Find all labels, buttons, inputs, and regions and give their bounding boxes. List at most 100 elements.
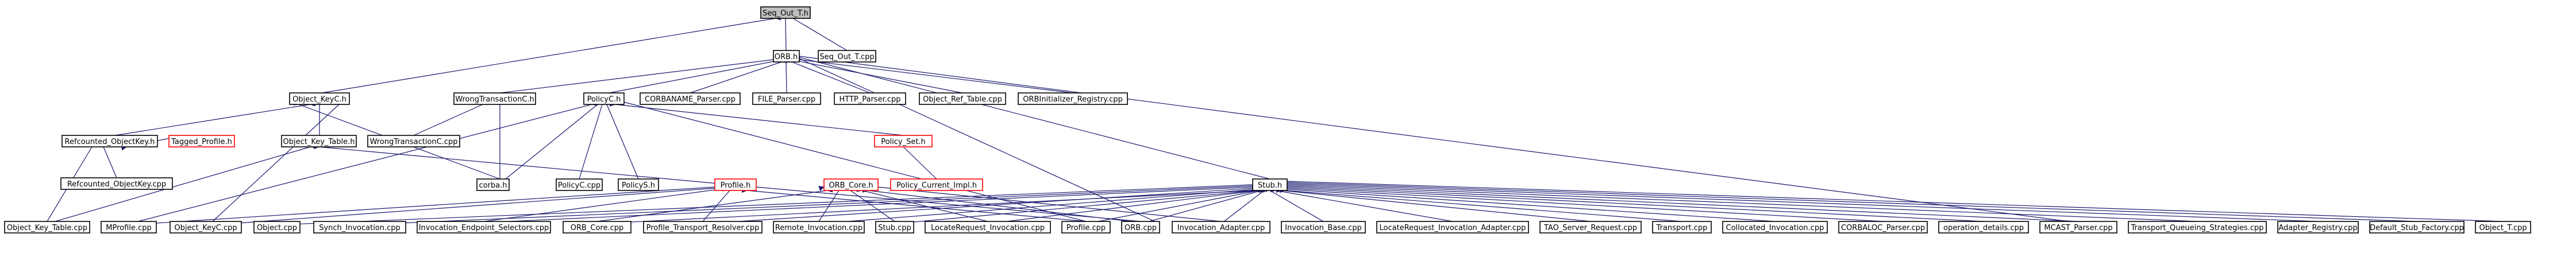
node-stub-cpp[interactable]: Stub.cpp xyxy=(875,221,914,233)
svg-text:LocateRequest_Invocation.cpp: LocateRequest_Invocation.cpp xyxy=(931,224,1045,232)
node-policys-h[interactable]: PolicyS.h xyxy=(618,178,659,191)
node-profile-cpp[interactable]: Profile.cpp xyxy=(1061,221,1111,233)
svg-text:PolicyS.h: PolicyS.h xyxy=(622,181,655,190)
svg-text:Refcounted_ObjectKey.cpp: Refcounted_ObjectKey.cpp xyxy=(67,180,166,189)
node-transport-queueing-strategies-cpp[interactable]: Transport_Queueing_Strategies.cpp xyxy=(2128,221,2267,233)
node-wrongtransactionc-h[interactable]: WrongTransactionC.h xyxy=(453,92,536,105)
node-policyc-cpp[interactable]: PolicyC.cpp xyxy=(556,178,603,191)
dependency-edge xyxy=(894,187,1263,224)
node-orb-h[interactable]: ORB.h xyxy=(773,50,800,63)
node-seq-out-t-cpp[interactable]: Seq_Out_T.cpp xyxy=(818,50,876,63)
node-corba-h[interactable]: corba.h xyxy=(476,178,510,191)
node-object-cpp[interactable]: Object.cpp xyxy=(253,221,301,233)
dependency-edge xyxy=(1264,185,1324,222)
svg-text:Invocation_Adapter.cpp: Invocation_Adapter.cpp xyxy=(1177,224,1265,232)
node-object-ref-table-cpp[interactable]: Object_Ref_Table.cpp xyxy=(919,92,1006,105)
svg-text:Seq_Out_T.cpp: Seq_Out_T.cpp xyxy=(819,53,874,61)
svg-text:HTTP_Parser.cpp: HTTP_Parser.cpp xyxy=(839,95,900,104)
dependency-edge xyxy=(987,187,1264,224)
node-policyc-h[interactable]: PolicyC.h xyxy=(583,92,625,105)
node-object-t-cpp[interactable]: Object_T.cpp xyxy=(2475,221,2531,233)
node-profile-h[interactable]: Profile.h xyxy=(714,178,757,191)
node-refcounted-objectkey-cpp[interactable]: Refcounted_ObjectKey.cpp xyxy=(60,177,173,190)
dependency-edge xyxy=(845,185,895,222)
dependency-edge xyxy=(702,185,736,222)
node-http-parser-cpp[interactable]: HTTP_Parser.cpp xyxy=(834,92,906,105)
node-object-key-table-h[interactable]: Object_Key_Table.h xyxy=(281,135,357,147)
dependency-edge xyxy=(1282,182,2079,222)
dependency-edge xyxy=(499,56,779,94)
node-default-stub-factory-cpp[interactable]: Default_Stub_Factory.cpp xyxy=(2369,221,2465,233)
dependency-edge xyxy=(1282,184,1984,222)
svg-text:Synch_Invocation.cpp: Synch_Invocation.cpp xyxy=(319,224,401,232)
svg-text:Profile.h: Profile.h xyxy=(721,181,751,190)
dependency-edge xyxy=(313,143,719,184)
node-tao-server-request-cpp[interactable]: TAO_Server_Request.cpp xyxy=(1539,221,1642,233)
svg-text:TAO_Server_Request.cpp: TAO_Server_Request.cpp xyxy=(1543,224,1637,232)
node-mcast-parser-cpp[interactable]: MCAST_Parser.cpp xyxy=(2039,221,2117,233)
node-object-keyc-cpp[interactable]: Object_KeyC.cpp xyxy=(170,221,242,233)
node-refcounted-objectkey-h[interactable]: Refcounted_ObjectKey.h xyxy=(61,135,158,147)
dependency-edge xyxy=(818,185,844,222)
svg-text:Object_Ref_Table.cpp: Object_Ref_Table.cpp xyxy=(923,95,1002,104)
dependency-edge xyxy=(818,186,1261,224)
node-remote-invocation-cpp[interactable]: Remote_Invocation.cpp xyxy=(773,221,865,233)
dependency-edge xyxy=(794,56,1073,94)
svg-text:ORBInitializer_Registry.cpp: ORBInitializer_Registry.cpp xyxy=(1023,95,1123,104)
node-file-parser-cpp[interactable]: FILE_Parser.cpp xyxy=(752,92,821,105)
dependency-edge xyxy=(1220,185,1270,224)
node-wrongtransactionc-cpp[interactable]: WrongTransactionC.cpp xyxy=(367,135,460,147)
dependency-edge xyxy=(229,185,720,224)
svg-text:CORBALOC_Parser.cpp: CORBALOC_Parser.cpp xyxy=(1841,224,1925,232)
node-collocated-invocation-cpp[interactable]: Collocated_Invocation.cpp xyxy=(1722,221,1828,233)
svg-text:Remote_Invocation.cpp: Remote_Invocation.cpp xyxy=(775,224,862,232)
node-mprofile-cpp[interactable]: MProfile.cpp xyxy=(101,221,157,233)
node-object-keyc-h[interactable]: Object_KeyC.h xyxy=(289,92,350,105)
node-profile-transport-resolver-cpp[interactable]: Profile_Transport_Resolver.cpp xyxy=(643,221,763,233)
dependency-edge xyxy=(1280,187,1682,222)
svg-text:ORB.cpp: ORB.cpp xyxy=(1125,224,1157,232)
node-seq-out-t-h[interactable]: Seq_Out_T.h xyxy=(760,6,811,19)
node-corbaloc-parser-cpp[interactable]: CORBALOC_Parser.cpp xyxy=(1838,221,1928,233)
node-object-key-table-cpp[interactable]: Object_Key_Table.cpp xyxy=(4,221,90,233)
node-orb-core-h[interactable]: ORB_Core.h xyxy=(823,178,879,191)
dependency-edge xyxy=(596,187,1260,224)
svg-text:Collocated_Invocation.cpp: Collocated_Invocation.cpp xyxy=(1726,224,1824,232)
node-policy-set-h[interactable]: Policy_Set.h xyxy=(874,135,933,147)
svg-text:WrongTransactionC.h: WrongTransactionC.h xyxy=(455,95,534,104)
node-transport-cpp[interactable]: Transport.cpp xyxy=(1652,221,1712,233)
svg-text:ORB_Core.cpp: ORB_Core.cpp xyxy=(571,224,624,232)
node-operation-details-cpp[interactable]: operation_details.cpp xyxy=(1938,221,2029,233)
node-orb-core-cpp[interactable]: ORB_Core.cpp xyxy=(563,221,632,233)
node-invocation-adapter-cpp[interactable]: Invocation_Adapter.cpp xyxy=(1172,221,1270,233)
node-orb-cpp[interactable]: ORB.cpp xyxy=(1121,221,1160,233)
dependency-edge xyxy=(609,57,783,94)
dependency-edge xyxy=(1282,180,2319,222)
dependency-edge xyxy=(1140,186,1268,224)
svg-text:Object_Key_Table.h: Object_Key_Table.h xyxy=(283,138,355,146)
dependency-edge xyxy=(786,57,871,94)
dependency-edge xyxy=(137,100,598,222)
dependency-edge xyxy=(783,57,789,94)
node-tagged-profile-h[interactable]: Tagged_Profile.h xyxy=(168,135,235,147)
node-adapter-registry-cpp[interactable]: Adapter_Registry.cpp xyxy=(2277,221,2359,233)
svg-text:ORB_Core.h: ORB_Core.h xyxy=(829,181,873,190)
svg-text:MProfile.cpp: MProfile.cpp xyxy=(106,224,151,232)
node-locaterequest-invocation-adapter-cpp[interactable]: LocateRequest_Invocation_Adapter.cpp xyxy=(1376,221,1529,233)
dependency-edge xyxy=(690,57,787,94)
svg-text:Tagged_Profile.h: Tagged_Profile.h xyxy=(171,138,232,146)
node-orbinitializer-registry-cpp[interactable]: ORBInitializer_Registry.cpp xyxy=(1018,92,1128,105)
node-synch-invocation-cpp[interactable]: Synch_Invocation.cpp xyxy=(313,221,406,233)
svg-text:Object_KeyC.h: Object_KeyC.h xyxy=(292,95,346,104)
node-invocation-base-cpp[interactable]: Invocation_Base.cpp xyxy=(1281,221,1366,233)
node-invocation-endpoint-selectors-cpp[interactable]: Invocation_Endpoint_Selectors.cpp xyxy=(417,221,551,233)
dependency-edge xyxy=(1085,186,1265,224)
svg-text:Invocation_Base.cpp: Invocation_Base.cpp xyxy=(1285,224,1362,232)
svg-text:operation_details.cpp: operation_details.cpp xyxy=(1943,224,2024,232)
dependency-edge xyxy=(898,141,937,180)
node-stub-h[interactable]: Stub.h xyxy=(1252,178,1288,191)
node-locaterequest-invocation-cpp[interactable]: LocateRequest_Invocation.cpp xyxy=(925,221,1051,233)
node-policy-current-impl-h[interactable]: Policy_Current_Impl.h xyxy=(890,178,983,191)
node-corbaname-parser-cpp[interactable]: CORBANAME_Parser.cpp xyxy=(640,92,741,105)
